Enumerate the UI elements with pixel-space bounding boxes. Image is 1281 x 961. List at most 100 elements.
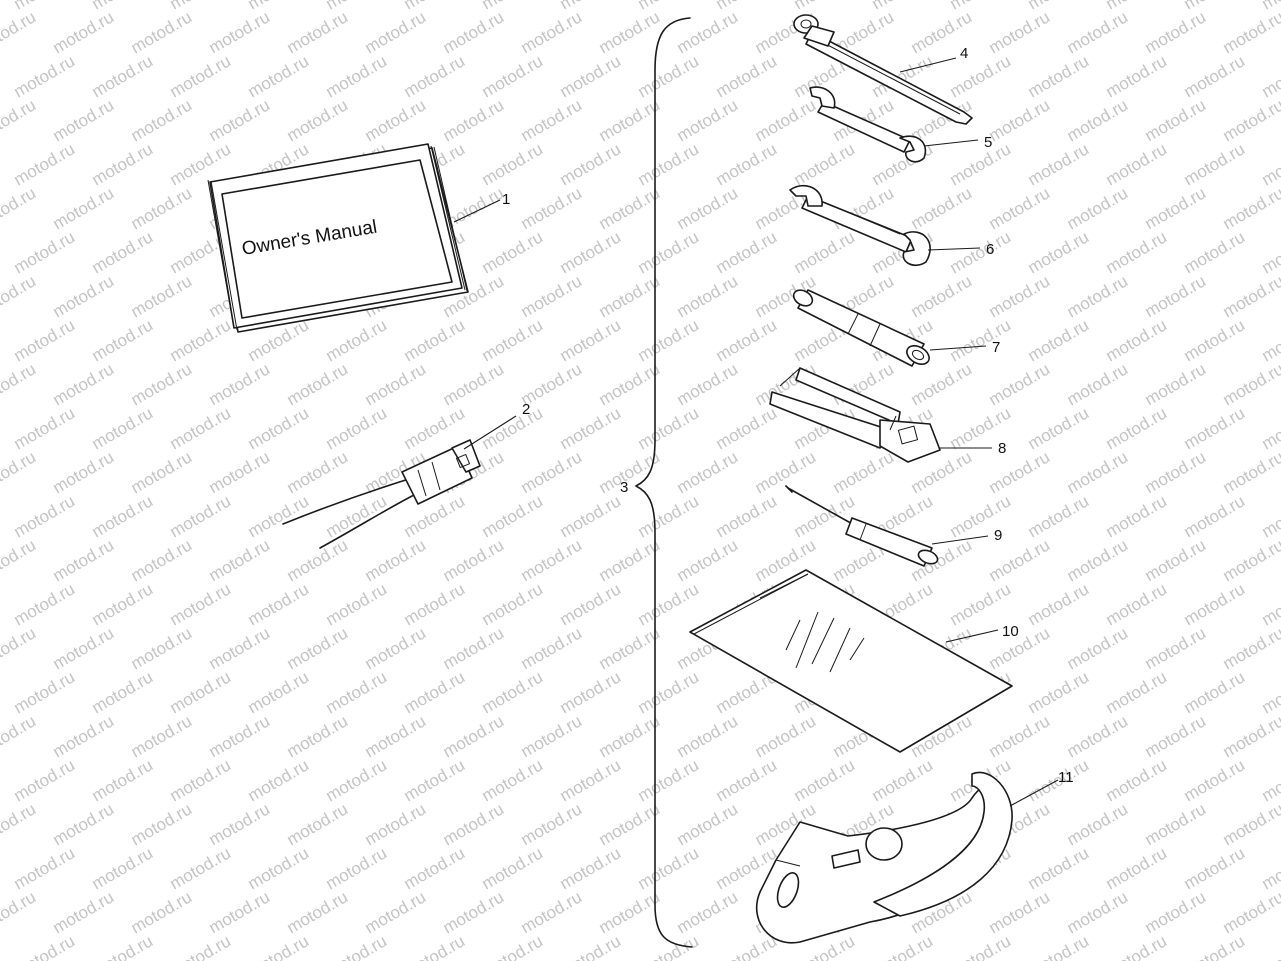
watermark-text: motod.ru xyxy=(1025,315,1093,365)
wire-connector xyxy=(282,415,517,549)
watermark-text: motod.ru xyxy=(713,227,781,277)
watermark-text: motod.ru xyxy=(1259,315,1281,365)
watermark-text: motod.ru xyxy=(713,403,781,453)
socket-tool xyxy=(793,14,973,125)
watermark-text: motod.ru xyxy=(674,887,742,937)
box-end-tool xyxy=(769,367,992,463)
watermark-text: motod.ru xyxy=(518,623,586,673)
watermark-text: motod.ru xyxy=(1220,535,1281,585)
watermark-text: motod.ru xyxy=(128,359,196,409)
watermark-text: motod.ru xyxy=(323,51,391,101)
watermark-text: motod.ru xyxy=(557,139,625,189)
watermark-text: motod.ru xyxy=(635,0,703,13)
watermark-text: motod.ru xyxy=(167,403,235,453)
watermark-text: motod.ru xyxy=(1064,95,1132,145)
group-bracket xyxy=(635,17,693,948)
watermark-text: motod.ru xyxy=(89,139,157,189)
watermark-text: motod.ru xyxy=(362,535,430,585)
watermark-text: motod.ru xyxy=(479,0,547,13)
watermark-text: motod.ru xyxy=(128,887,196,937)
watermark-text: motod.ru xyxy=(557,843,625,893)
watermark-text: motod.ru xyxy=(1259,667,1281,717)
watermark-text: motod.ru xyxy=(89,51,157,101)
watermark-text: motod.ru xyxy=(1064,183,1132,233)
watermark-text: motod.ru xyxy=(1220,447,1281,497)
watermark-text: motod.ru xyxy=(128,183,196,233)
watermark-text: motod.ru xyxy=(1025,491,1093,541)
watermark-text: motod.ru xyxy=(362,95,430,145)
watermark-text: motod.ru xyxy=(245,51,313,101)
callout-5: 5 xyxy=(984,134,992,151)
watermark-text: motod.ru xyxy=(284,711,352,761)
watermark-text: motod.ru xyxy=(1181,579,1249,629)
watermark-text: motod.ru xyxy=(323,667,391,717)
watermark-text: motod.ru xyxy=(674,7,742,57)
watermark-text: motod.ru xyxy=(362,7,430,57)
watermark-text: motod.ru xyxy=(1142,447,1210,497)
watermark-text: motod.ru xyxy=(635,227,703,277)
watermark-text: motod.ru xyxy=(986,447,1054,497)
watermark-text: motod.ru xyxy=(245,931,313,961)
watermark-text: motod.ru xyxy=(284,535,352,585)
watermark-text: motod.ru xyxy=(557,315,625,365)
watermark-text: motod.ru xyxy=(362,799,430,849)
watermark-text: motod.ru xyxy=(1103,843,1171,893)
watermark-text: motod.ru xyxy=(1259,755,1281,805)
watermark-text: motod.ru xyxy=(284,359,352,409)
watermark-text: motod.ru xyxy=(557,227,625,277)
watermark-text: motod.ru xyxy=(11,0,79,13)
watermark-text: motod.ru xyxy=(791,755,859,805)
watermark-text: motod.ru xyxy=(206,623,274,673)
watermark-text: motod.ru xyxy=(245,667,313,717)
watermark-text: motod.ru xyxy=(596,447,664,497)
watermark-text: motod.ru xyxy=(167,579,235,629)
watermark-text: motod.ru xyxy=(479,491,547,541)
watermark-text: motod.ru xyxy=(830,447,898,497)
screwdriver xyxy=(785,485,989,567)
watermark-text: motod.ru xyxy=(167,0,235,13)
watermark-text: motod.ru xyxy=(206,799,274,849)
large-wrench xyxy=(789,184,981,267)
watermark-text: motod.ru xyxy=(1259,227,1281,277)
watermark-text: motod.ru xyxy=(1142,535,1210,585)
watermark-text: motod.ru xyxy=(1259,931,1281,961)
plastic-bag xyxy=(689,569,1013,753)
watermark-text: motod.ru xyxy=(1142,359,1210,409)
watermark-text: motod.ru xyxy=(1025,51,1093,101)
watermark-text: motod.ru xyxy=(635,579,703,629)
watermark-text: motod.ru xyxy=(674,359,742,409)
watermark-text: motod.ru xyxy=(128,7,196,57)
watermark-text: motod.ru xyxy=(1220,7,1281,57)
watermark-text: motod.ru xyxy=(869,0,937,13)
watermark-text: motod.ru xyxy=(0,183,39,233)
watermark-text: motod.ru xyxy=(596,271,664,321)
watermark-text: motod.ru xyxy=(167,755,235,805)
watermark-text: motod.ru xyxy=(284,887,352,937)
watermark-text: motod.ru xyxy=(323,315,391,365)
watermark-text: motod.ru xyxy=(1103,931,1171,961)
watermark-text: motod.ru xyxy=(674,271,742,321)
watermark-text: motod.ru xyxy=(518,535,586,585)
watermark-text: motod.ru xyxy=(401,579,469,629)
watermark-text: motod.ru xyxy=(479,931,547,961)
watermark-text: motod.ru xyxy=(245,403,313,453)
watermark-text: motod.ru xyxy=(11,51,79,101)
callout-8: 8 xyxy=(998,440,1006,457)
watermark-text: motod.ru xyxy=(1181,139,1249,189)
watermark-text: motod.ru xyxy=(479,139,547,189)
watermark-text: motod.ru xyxy=(479,227,547,277)
watermark-text: motod.ru xyxy=(89,667,157,717)
watermark-text: motod.ru xyxy=(674,95,742,145)
watermark-text: motod.ru xyxy=(11,403,79,453)
watermark-text: motod.ru xyxy=(1025,0,1093,13)
watermark-text: motod.ru xyxy=(557,755,625,805)
watermark-text: motod.ru xyxy=(479,667,547,717)
watermark-text: motod.ru xyxy=(557,931,625,961)
watermark-text: motod.ru xyxy=(518,887,586,937)
watermark-text: motod.ru xyxy=(1103,51,1171,101)
watermark-text: motod.ru xyxy=(1064,711,1132,761)
callout-2: 2 xyxy=(522,401,530,418)
watermark-text: motod.ru xyxy=(1220,799,1281,849)
watermark-text: motod.ru xyxy=(986,95,1054,145)
